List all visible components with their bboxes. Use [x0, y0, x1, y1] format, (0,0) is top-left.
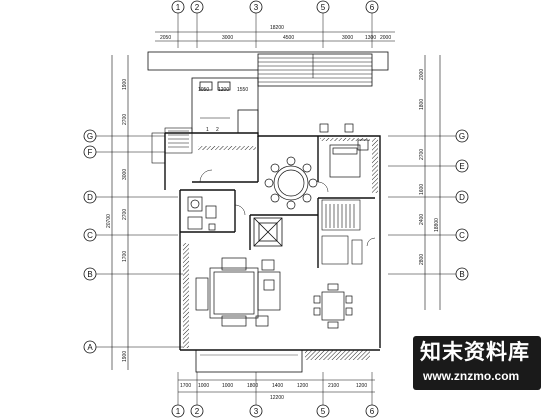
dimension-left: 20700 1900 2700 3000 2700 1700 1900	[106, 55, 129, 370]
dim-text: 2700	[122, 209, 128, 220]
grid-bubble-label: C	[87, 231, 93, 240]
lift-shaft	[253, 217, 283, 247]
grid-columns-top: 1 2 3 5 6	[171, 0, 379, 14]
grid-bubble-label: E	[459, 162, 464, 171]
dim-text: 1900	[122, 351, 128, 362]
grid-bubble-label: 3	[254, 3, 259, 12]
left-staircase	[151, 127, 193, 164]
dim-text: 1700	[180, 383, 191, 389]
dim-text: 1200	[297, 383, 308, 389]
watermark-badge	[413, 336, 541, 390]
grid-rows-left: G F D C B A	[83, 129, 97, 354]
dim-text: 1200	[356, 383, 367, 389]
grid-bubble-label: D	[459, 193, 465, 202]
dim-text: 1800	[247, 383, 258, 389]
dim-text: 1800	[419, 99, 425, 110]
grid-rows-right: G E D C B	[455, 129, 469, 281]
grid-bubble-label: 2	[195, 407, 200, 416]
grid-columns-bottom: 1 2 3 5 6	[171, 404, 379, 418]
dim-text: 2700	[122, 114, 128, 125]
dim-text: 1400	[272, 383, 283, 389]
dimension-right: 18800 2000 1800 2700 1600 2400 2800	[419, 55, 441, 310]
grid-lines-vertical	[177, 13, 373, 405]
dim-total-left: 20700	[106, 214, 112, 228]
living-room-sofa-set	[195, 257, 281, 327]
dimension-top: 18200 2050 3000 4500 3000 1300 2000	[155, 25, 395, 42]
dim-text: 1000	[198, 383, 209, 389]
dim-text: 3000	[222, 35, 233, 41]
right-staircase	[321, 199, 363, 265]
watermark-title: 知末资料库	[420, 341, 530, 364]
dim-text: 1700	[122, 251, 128, 262]
grid-bubble-label: B	[87, 270, 92, 279]
dim-total-right: 18800	[434, 218, 440, 232]
grid-bubble-label: 5	[321, 407, 326, 416]
top-terrace	[147, 51, 389, 87]
dim-text: 1050	[198, 87, 209, 93]
dim-text: 2700	[419, 149, 425, 160]
watermark-url: www.znzmo.com	[423, 369, 520, 383]
dim-total-top: 18200	[270, 25, 284, 31]
dim-total-bottom: 12200	[270, 395, 284, 401]
dim-text: 2050	[160, 35, 171, 41]
dim-text: 2000	[380, 35, 391, 41]
grid-bubble-label: B	[459, 270, 464, 279]
entry-corridor: 1050 1200 1550	[191, 77, 259, 134]
section-mark: 2	[216, 127, 219, 133]
grid-bubble-label: 1	[176, 407, 181, 416]
round-dining-table	[264, 156, 318, 210]
section-mark: 1	[206, 127, 209, 133]
grid-bubble-label: 1	[176, 3, 181, 12]
section-marks: 1 2	[206, 127, 219, 133]
dim-text: 1600	[419, 184, 425, 195]
dim-text: 1900	[122, 79, 128, 90]
bathroom-fixtures	[187, 196, 217, 231]
dim-text: 2100	[328, 383, 339, 389]
dim-text: 1300	[365, 35, 376, 41]
grid-lines-horizontal	[96, 135, 456, 348]
grid-bubble-label: G	[459, 132, 465, 141]
dim-text: 3000	[122, 169, 128, 180]
grid-bubble-label: 2	[195, 3, 200, 12]
grid-bubble-label: F	[88, 148, 93, 157]
dimension-bottom: 1700 1000 1000 1800 1400 1200 2100 1200 …	[178, 379, 375, 401]
bottom-terrace	[195, 349, 303, 373]
grid-bubble-label: D	[87, 193, 93, 202]
grid-bubble-label: C	[459, 231, 465, 240]
door-swings	[199, 169, 376, 247]
grid-bubble-label: A	[87, 343, 93, 352]
grid-bubble-label: 5	[321, 3, 326, 12]
dim-text: 1200	[218, 87, 229, 93]
bedroom-furniture	[319, 123, 369, 178]
grid-bubble-label: 6	[370, 407, 375, 416]
dim-text: 2800	[419, 254, 425, 265]
hatched-walls	[183, 138, 378, 360]
dim-text: 3000	[342, 35, 353, 41]
dim-text: 2400	[419, 214, 425, 225]
dim-text: 4500	[283, 35, 294, 41]
dim-text: 1550	[237, 87, 248, 93]
dim-text: 2000	[419, 69, 425, 80]
dim-text: 1000	[222, 383, 233, 389]
grid-bubble-label: 6	[370, 3, 375, 12]
square-dining-table	[313, 283, 353, 329]
grid-bubble-label: 3	[254, 407, 259, 416]
grid-bubble-label: G	[87, 132, 93, 141]
